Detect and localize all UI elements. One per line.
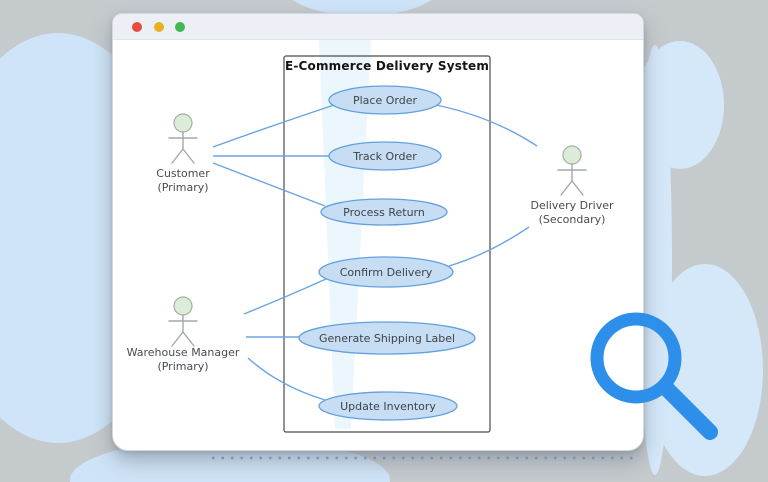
usecase-place-order: Place Order (328, 85, 442, 115)
usecase-track-order: Track Order (328, 141, 442, 171)
blob-top-center (292, 0, 432, 16)
usecase-label: Track Order (352, 150, 417, 163)
usecase-generate-shipping-label: Generate Shipping Label (298, 321, 476, 355)
connector-customer-place-order (212, 104, 335, 148)
actor-head-icon (173, 113, 193, 133)
actor-head-icon (562, 145, 582, 165)
actor-role: (Primary) (157, 181, 208, 194)
window: E-Commerce Delivery System Place Order T… (112, 13, 644, 451)
actor-name: Warehouse Manager (127, 346, 240, 359)
usecase-confirm-delivery: Confirm Delivery (318, 256, 454, 288)
connector-manager-update-inventory (247, 357, 326, 401)
actor-warehouse-manager: Warehouse Manager (Primary) (127, 296, 240, 373)
usecase-ellipse (328, 85, 442, 115)
usecase-label: Place Order (353, 94, 417, 107)
usecase-label: Update Inventory (340, 400, 436, 413)
actor-delivery-driver: Delivery Driver (Secondary) (530, 145, 614, 226)
zoom-button[interactable] (175, 22, 185, 32)
diagram-canvas: E-Commerce Delivery System Place Order T… (127, 40, 614, 433)
connector-place-order-driver (435, 104, 538, 147)
usecase-ellipse (318, 391, 458, 421)
actor-customer: Customer (Primary) (156, 113, 210, 194)
actor-role: (Secondary) (539, 213, 606, 226)
actor-name: Customer (156, 167, 210, 180)
actor-role: (Primary) (157, 360, 208, 373)
usecase-ellipse (328, 141, 442, 171)
usecase-ellipse (298, 321, 476, 355)
actor-body-icon (168, 131, 198, 164)
connector-customer-process-return (212, 162, 326, 207)
actor-body-icon (557, 163, 587, 196)
usecase-process-return: Process Return (320, 198, 448, 226)
connector-manager-confirm-delivery (243, 278, 327, 315)
usecase-ellipse (318, 256, 454, 288)
actor-head-icon (173, 296, 193, 316)
window-header (113, 14, 643, 40)
usecase-ellipse (320, 198, 448, 226)
actor-name: Delivery Driver (530, 199, 613, 212)
traffic-lights (132, 22, 185, 32)
connector-driver-confirm-delivery (448, 226, 530, 267)
minimize-button[interactable] (154, 22, 164, 32)
system-boundary-title: E-Commerce Delivery System (285, 59, 489, 73)
usecase-label: Generate Shipping Label (319, 332, 455, 345)
blob-bottom-right (647, 264, 763, 476)
close-button[interactable] (132, 22, 142, 32)
actor-body-icon (168, 314, 198, 347)
usecase-label: Process Return (343, 206, 425, 219)
system-boundary (283, 55, 491, 433)
usecase-update-inventory: Update Inventory (318, 391, 458, 421)
usecase-label: Confirm Delivery (340, 266, 433, 279)
